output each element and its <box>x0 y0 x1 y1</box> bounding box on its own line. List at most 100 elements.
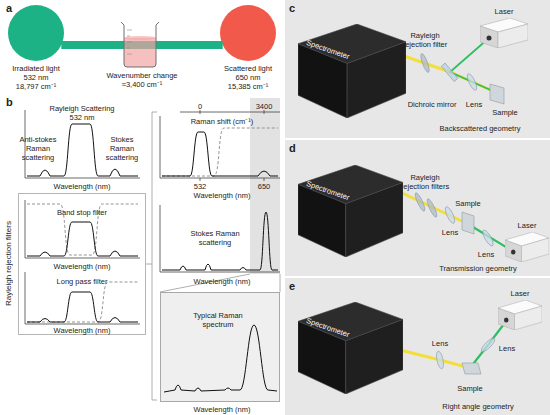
lens-symbol <box>465 73 478 92</box>
filter-symbol <box>426 198 439 218</box>
plot-axes <box>160 205 280 272</box>
annotation-label: Dichroic mirror <box>408 100 457 109</box>
annotation-label: Lens <box>478 250 494 259</box>
laser-box: Laser <box>480 18 528 48</box>
laser-aperture <box>487 36 492 41</box>
zoom-lines <box>160 274 280 292</box>
annotation-label: Sample <box>492 108 517 117</box>
annotation-label: Stokes Raman scattering <box>185 229 245 247</box>
lens-symbol <box>435 351 445 370</box>
lens-symbol <box>443 206 456 225</box>
sample-symbol <box>462 363 481 374</box>
light-caption: 18,797 cm⁻¹ <box>16 82 57 91</box>
annotation-label: Wavelength (nm) <box>54 262 111 271</box>
spectrum-line <box>27 292 138 322</box>
annotation-label: Anti-stokes Raman scattering <box>16 135 60 162</box>
panel-letter: c <box>289 2 295 14</box>
panel-background <box>285 0 550 138</box>
light-circle: Scattered light650 nm15,385 cm⁻¹ <box>220 5 276 61</box>
annotation-label: Wavelength (nm) <box>54 326 111 335</box>
box-side-face <box>515 306 543 330</box>
annotation-label: Lens <box>499 344 515 353</box>
annotation-label: Lens <box>442 228 458 237</box>
annotation-label: Wavelength (nm) <box>54 182 111 191</box>
edge-label: Wavenumber change ≈3,400 cm⁻¹ <box>102 71 182 89</box>
annotation-label: 532 <box>194 182 207 191</box>
device-label: Laser <box>518 221 537 230</box>
zoom-background <box>160 292 280 402</box>
spectrometer-shape <box>298 24 406 118</box>
panel-letter: b <box>6 96 13 108</box>
filter-symbol <box>419 53 431 74</box>
filter-curve <box>162 128 278 176</box>
box-side-face <box>498 24 528 48</box>
panel-background <box>285 278 550 415</box>
box-side-face <box>347 42 406 118</box>
annotation-label: Stokes Raman scattering <box>102 135 142 162</box>
beaker-liquid <box>124 38 156 67</box>
annotation-label: 650 <box>258 182 271 191</box>
light-circle: Irradiated light532 nm18,797 cm⁻¹ <box>8 5 64 61</box>
spectrometer-box: Spectrometer <box>298 165 403 257</box>
laser-shape <box>480 18 528 48</box>
light-disc <box>220 5 276 61</box>
annotation-label: Band stop filter <box>57 208 107 217</box>
plot-axes <box>25 272 140 324</box>
box-front-face <box>498 308 515 330</box>
annotation-label: Transmission geometry <box>439 264 517 273</box>
annotation-label: Sample <box>457 384 482 393</box>
circle-shape <box>8 5 64 61</box>
bracket <box>146 112 157 400</box>
scattered-beam <box>400 192 468 224</box>
panel-letter: d <box>289 142 296 154</box>
box-front-face <box>505 240 522 262</box>
sample-symbol <box>490 84 504 104</box>
annotation-label: Backscattered geometry <box>440 124 521 133</box>
annotation-label: 0 <box>198 102 202 111</box>
annotation-label: Rayleigh rejection filter <box>400 31 450 49</box>
annotation-label: 532 nm <box>69 113 94 122</box>
annotation-label: 3400 <box>256 102 273 111</box>
spectrum-line <box>27 222 138 256</box>
light-caption: 650 nm <box>235 73 260 82</box>
spectrum-line <box>164 325 277 392</box>
panel-background <box>285 140 550 276</box>
panel-letter: e <box>289 280 295 292</box>
annotation-label: Rayleigh rejection filters <box>397 173 453 191</box>
light-caption: 15,385 cm⁻¹ <box>228 82 269 91</box>
annotation-label: Sample <box>455 199 480 208</box>
light-caption: Irradiated light <box>12 64 60 73</box>
light-caption: 532 nm <box>23 73 48 82</box>
spectrometer-box: Spectrometer <box>298 302 403 394</box>
highlight-band <box>250 98 280 274</box>
beaker-graduations <box>127 30 132 54</box>
light-caption: Scattered light <box>224 64 272 73</box>
laser-box: Laser <box>505 232 549 262</box>
annotation-label: Wavelength (nm) <box>194 405 251 414</box>
laser-aperture <box>511 250 516 255</box>
plot-axes <box>25 200 140 258</box>
annotation-label: Rayleigh Scattering <box>49 104 114 113</box>
box-side-face <box>346 182 403 257</box>
device-label: Laser <box>511 289 530 298</box>
laser-shape <box>505 232 549 262</box>
annotation-label: Long pass filter <box>57 277 108 286</box>
beaker-glass <box>124 24 156 67</box>
device-label: Laser <box>495 7 514 16</box>
plot-axes <box>160 116 280 178</box>
annotation-label: Wavelength (nm) <box>194 277 251 286</box>
scattered-beam <box>400 350 470 368</box>
filter-curve <box>27 204 138 255</box>
spectrometer-shape <box>298 165 403 257</box>
annotation-label: Lens <box>432 339 448 348</box>
laser-box: Laser <box>498 300 542 330</box>
circle-shape <box>220 5 276 61</box>
sample-symbol <box>462 212 474 234</box>
panel-letter: a <box>6 2 12 14</box>
filter-curve <box>27 282 138 322</box>
spectrum-line <box>162 132 278 176</box>
lens-symbol <box>480 337 497 354</box>
box-side-face <box>522 238 550 262</box>
lens-symbol <box>481 229 495 248</box>
